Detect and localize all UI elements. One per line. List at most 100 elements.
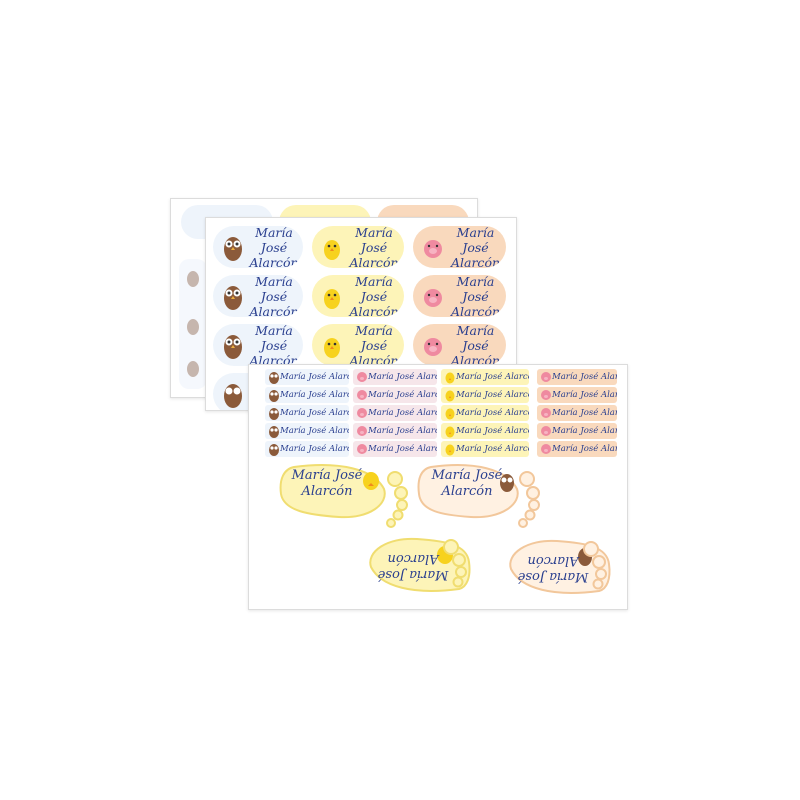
label-first-name: María José: [355, 324, 393, 353]
mini-label-sticker: María José Alarcón: [441, 387, 529, 403]
owl-icon: [224, 237, 242, 261]
pig-icon: [541, 426, 551, 436]
label-last-name: Alarcón: [349, 254, 399, 269]
pig-icon: [541, 372, 551, 382]
chick-icon: [445, 372, 455, 384]
foot-last-name: Alarcón: [528, 553, 580, 568]
mini-label-name: María José Alarcón: [552, 390, 617, 400]
mini-label-name: María José Alarcón: [552, 372, 617, 382]
label-first-name: María José: [456, 324, 495, 353]
chick-icon: [445, 444, 455, 456]
label-last-name: Alarcón: [450, 303, 501, 318]
label-last-name: Alarcón: [349, 352, 399, 367]
mini-label-name: María José Alarcón: [456, 408, 529, 418]
mini-label-name: María José Alarcón: [456, 444, 529, 454]
mini-label-sticker: María José Alarcón: [537, 387, 617, 403]
owl-icon: [269, 426, 279, 438]
mini-label-name: María José Alarcón: [280, 390, 349, 400]
mini-label-sticker: María José Alarcón: [441, 405, 529, 421]
owl-icon: [224, 286, 242, 310]
chick-icon: [445, 390, 455, 402]
mini-label-sticker: María José Alarcón: [265, 405, 349, 421]
mini-label-sticker: María José Alarcón: [441, 423, 529, 439]
pig-icon: [357, 390, 367, 400]
chick-icon: [363, 472, 379, 490]
owl-icon: [500, 474, 514, 492]
label-first-name: María José: [355, 226, 393, 255]
label-last-name: Alarcón: [349, 303, 399, 318]
mini-label-name: María José Alarcón: [552, 408, 617, 418]
owl-icon: [269, 372, 279, 384]
pig-icon: [357, 372, 367, 382]
mini-label-name: María José Alarcón: [280, 426, 349, 436]
mini-label-sticker: María José Alarcón: [441, 441, 529, 457]
owl-icon: [269, 390, 279, 402]
mini-label-sticker: María José Alarcón: [265, 441, 349, 457]
pig-icon: [424, 289, 442, 307]
mini-label-sticker: María José Alarcón: [537, 405, 617, 421]
chick-icon: [324, 289, 340, 309]
foot-sticker-yellow: María José Alarcón: [279, 464, 408, 528]
mini-label-sticker: María José Alarcón: [265, 387, 349, 403]
mini-label-sticker: María José Alarcón: [537, 423, 617, 439]
mini-label-sticker: María José Alarcón: [353, 405, 437, 421]
owl-icon: [269, 408, 279, 420]
label-last-name: Alarcón: [249, 254, 299, 269]
foot-last-name: Alarcón: [388, 551, 440, 566]
mini-label-name: María José Alarcón: [280, 408, 349, 418]
pig-icon: [424, 338, 442, 356]
foot-last-name: Alarcón: [301, 484, 353, 499]
owl-icon: [224, 335, 242, 359]
mini-label-sticker: María José Alarcón: [353, 441, 437, 457]
pig-icon: [541, 408, 551, 418]
pig-icon: [424, 240, 442, 258]
mini-label-name: María José Alarcón: [456, 390, 529, 400]
chick-icon: [324, 240, 340, 260]
label-last-name: Alarcón: [450, 254, 501, 269]
foot-first-name: María José: [291, 468, 363, 483]
mini-label-sticker: María José Alarcón: [353, 423, 437, 439]
mini-label-name: María José Alarcón: [368, 372, 437, 382]
mini-label-sticker: María José Alarcón: [353, 369, 437, 385]
mini-label-sticker: María José Alarcón: [353, 387, 437, 403]
owl-icon: [224, 384, 242, 408]
label-last-name: Alarcón: [450, 352, 501, 367]
foot-last-name: Alarcón: [441, 484, 493, 499]
pig-icon: [541, 390, 551, 400]
label-last-name: Alarcón: [249, 303, 299, 318]
mini-label-sticker: María José Alarcón: [265, 369, 349, 385]
label-first-name: María José: [355, 275, 393, 304]
mini-label-name: María José Alarcón: [456, 372, 529, 382]
mini-label-name: María José Alarcón: [456, 426, 529, 436]
foot-stickers: María José Alarcón María José Alarcón Ma…: [279, 464, 611, 594]
mini-label-name: María José Alarcón: [368, 408, 437, 418]
mini-label-sticker: María José Alarcón: [537, 441, 617, 457]
label-last-name: Alarcón: [249, 352, 299, 367]
foot-first-name: María José: [517, 569, 589, 584]
label-first-name: María José: [456, 275, 495, 304]
pig-icon: [357, 408, 367, 418]
mini-label-name: María José Alarcón: [552, 444, 617, 454]
label-first-name: María José: [255, 275, 293, 304]
foot-first-name: María José: [431, 468, 503, 483]
chick-icon: [324, 338, 340, 358]
mini-label-name: María José Alarcón: [280, 444, 349, 454]
label-first-name: María José: [456, 226, 495, 255]
mini-label-sticker: María José Alarcón: [441, 369, 529, 385]
foot-first-name: María José: [377, 567, 449, 582]
foot-sticker-peach: María José Alarcón: [417, 464, 540, 528]
chick-icon: [445, 408, 455, 420]
pig-icon: [541, 444, 551, 454]
mini-label-name: María José Alarcón: [368, 426, 437, 436]
